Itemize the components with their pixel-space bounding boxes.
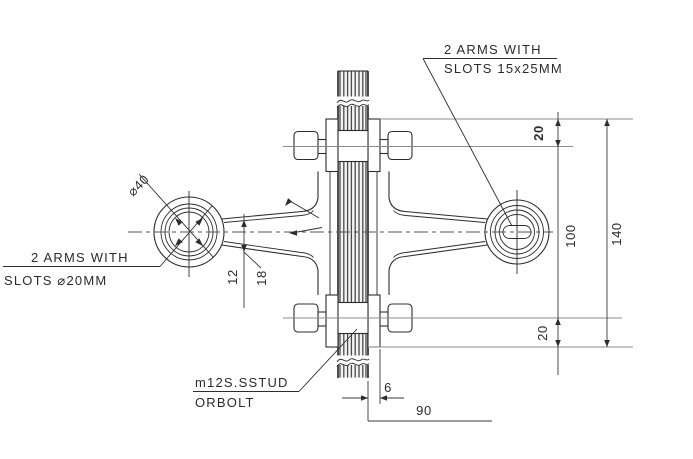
callout-left: 2 ARMS WITH SLOTS ⌀20MM <box>3 250 160 288</box>
bolt-head-right <box>387 130 413 161</box>
callout-bottom: m12S.SSTUD ORBOLT <box>193 328 358 410</box>
spider-body <box>221 171 488 295</box>
dim-arm-inner: 12 <box>225 269 240 285</box>
dim-arm-outer: 18 <box>254 270 269 286</box>
glass-break-symbols <box>336 96 370 367</box>
leader-line <box>422 58 513 227</box>
callout-top-right-line2: SLOTS 15x25MM <box>444 61 563 76</box>
top-bolt-assembly <box>293 118 413 173</box>
callout-left-line2: SLOTS ⌀20MM <box>4 273 107 288</box>
centerlines <box>128 146 622 319</box>
callout-top-right-line1: 2 ARMS WITH <box>444 42 542 57</box>
callout-top-right: 2 ARMS WITH SLOTS 15x25MM <box>422 42 563 227</box>
right-circle-boss <box>484 190 550 274</box>
clamp-plate <box>325 118 339 173</box>
callout-bottom-line2: ORBOLT <box>195 395 255 410</box>
dim-face-offset: 90 <box>416 403 432 418</box>
dim-bottom-gap: 20 <box>535 325 550 341</box>
dim-top-gap: 20 <box>531 125 546 141</box>
dim-glass-thickness: 6 <box>384 380 392 395</box>
countersunk-fitting <box>337 129 369 163</box>
clamp-plate <box>367 294 381 348</box>
clamp-plate <box>367 118 381 173</box>
left-circle-boss <box>138 173 225 277</box>
clamp-plate <box>325 294 339 348</box>
dim-overall-height: 140 <box>609 222 624 246</box>
leader-line <box>298 328 358 392</box>
dimension-annotations: 20 100 140 20 12 18 6 90 ⌀40 <box>125 112 633 422</box>
callout-left-line1: 2 ARMS WITH <box>31 250 129 265</box>
arm-annotation-arrows <box>285 198 323 236</box>
dim-hole-diameter: ⌀40 <box>125 171 153 199</box>
bolt-head-left <box>293 130 319 161</box>
callout-bottom-line1: m12S.SSTUD <box>195 375 289 390</box>
dim-bolt-spacing: 100 <box>563 224 578 248</box>
